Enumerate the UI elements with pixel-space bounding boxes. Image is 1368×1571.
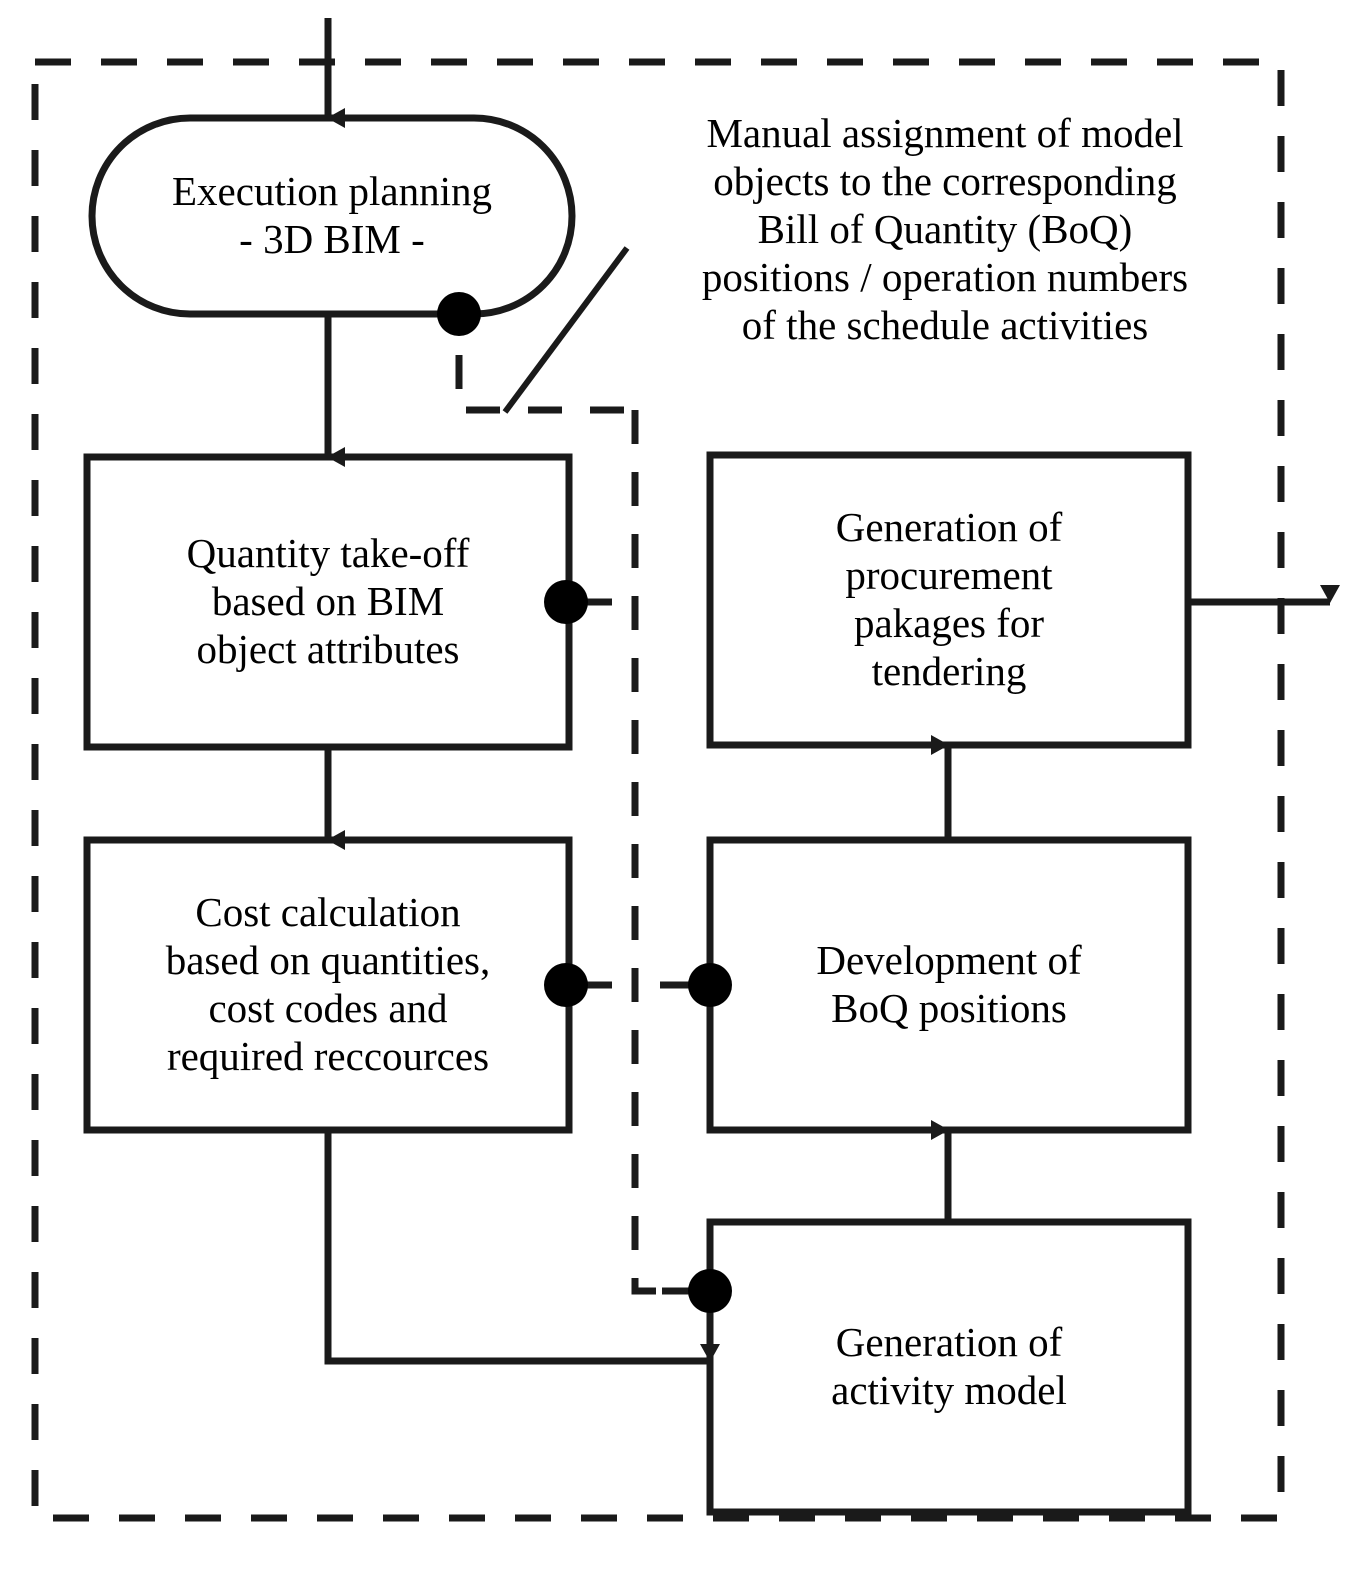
dot-execution-planning[interactable]	[437, 292, 481, 336]
process-boundary	[31, 58, 1285, 1522]
dot-boq-positions[interactable]	[688, 963, 732, 1007]
dot-quantity-take-off[interactable]	[544, 580, 588, 624]
dot-activity-model[interactable]	[688, 1269, 732, 1313]
node-cost-calculation[interactable]	[83, 836, 573, 1134]
node-activity-model[interactable]	[706, 1218, 1192, 1516]
annotation-leader-line	[502, 246, 630, 414]
manual-assignment-note-label: Manual assignment of model objects to th…	[701, 110, 1189, 348]
annotation-link-spine	[631, 410, 700, 1295]
dot-cost-calculation[interactable]	[544, 963, 588, 1007]
node-boq-positions[interactable]	[706, 836, 1192, 1134]
node-quantity-take-off[interactable]	[83, 453, 573, 751]
annotation-link-top	[455, 355, 635, 414]
node-procurement-packages[interactable]	[706, 451, 1192, 749]
node-execution-planning[interactable]	[88, 114, 576, 318]
connector-cost-to-activity	[324, 1130, 720, 1365]
